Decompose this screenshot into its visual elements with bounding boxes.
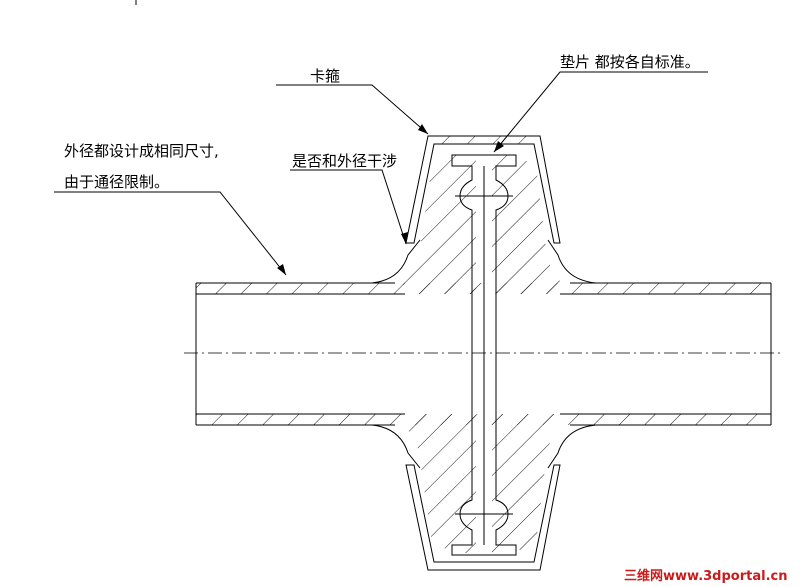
leader-clamp [276, 84, 429, 135]
leader-od [54, 191, 287, 276]
flange-right [492, 155, 597, 553]
clamp-label: 卡箍 [310, 67, 340, 85]
clamp-bottom [405, 464, 561, 571]
gasket-label: 垫片 都按各自标准。 [560, 53, 700, 71]
watermark: 三维网www.3dportal.cn [624, 568, 787, 584]
od-label-line1: 外径都设计成相同尺寸, [64, 142, 219, 160]
od-label-line2: 由于通径限制。 [64, 173, 169, 191]
clamp-top [405, 135, 561, 244]
leader-gasket [493, 71, 708, 153]
flange-left [371, 155, 476, 553]
leader-interference [290, 169, 408, 245]
interference-label: 是否和外径干涉 [292, 152, 397, 170]
gasket [451, 154, 517, 556]
